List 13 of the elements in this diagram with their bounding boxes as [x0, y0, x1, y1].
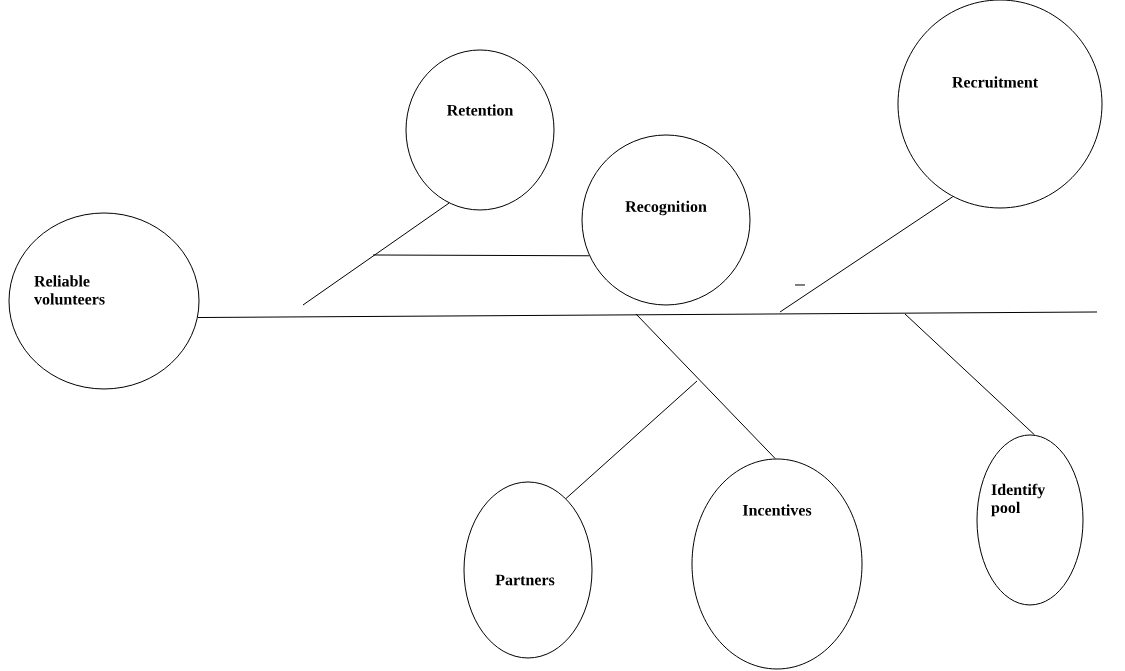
circle-node: Reliable volunteers	[8, 212, 200, 390]
circle-node: Recognition	[581, 134, 751, 306]
branch-line	[372, 254, 590, 257]
branch-line	[635, 313, 776, 459]
circle-node: Partners	[463, 481, 593, 659]
branch-line	[904, 313, 1035, 436]
branch-line	[302, 202, 450, 306]
branch-line	[565, 380, 698, 499]
branch-line	[779, 196, 954, 313]
circle-node: Retention	[405, 49, 555, 211]
circle-node: Identify pool	[976, 434, 1084, 606]
circle-node: Incentives	[691, 458, 863, 670]
branch-line	[197, 311, 1098, 318]
